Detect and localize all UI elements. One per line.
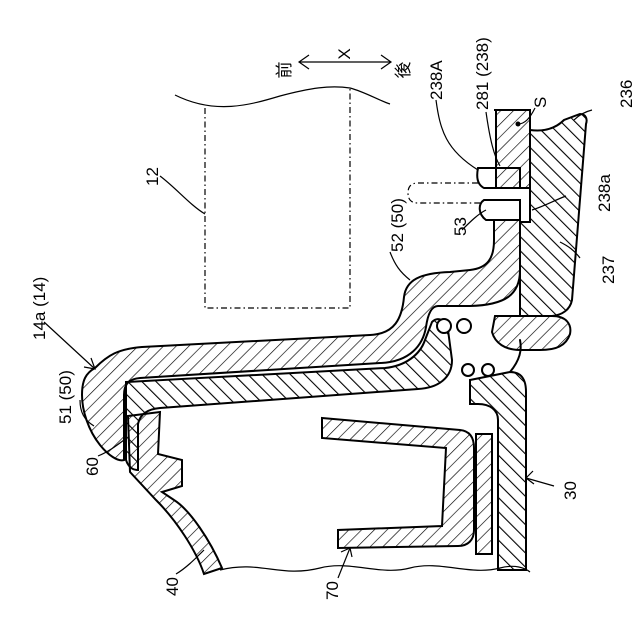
panel-40 [128,412,222,574]
label-51: 51 (50) [56,370,75,424]
label-281: 281 (238) [473,37,492,110]
break-lines [220,566,530,572]
label-60: 60 [83,457,102,476]
rear-label: 後 [394,62,413,79]
axis-x-label: X [335,48,354,59]
label-S: S [531,97,550,108]
component-12-outline [175,87,390,308]
label-236: 236 [617,80,636,108]
label-237: 237 [599,256,618,284]
label-30: 30 [561,481,580,500]
inner-plate [476,434,492,554]
label-53: 53 [451,217,470,236]
tab-281 [477,110,530,220]
label-70: 70 [323,581,342,600]
label-40: 40 [163,577,182,596]
label-14a: 14a (14) [30,277,49,340]
direction-indicator: 前 X 後 [275,48,413,78]
label-238A: 238A [427,60,446,100]
front-label: 前 [275,62,294,79]
label-238a: 238a [595,174,614,212]
label-52: 52 (50) [388,198,407,252]
bracket-70 [322,418,474,548]
label-12: 12 [143,167,162,186]
